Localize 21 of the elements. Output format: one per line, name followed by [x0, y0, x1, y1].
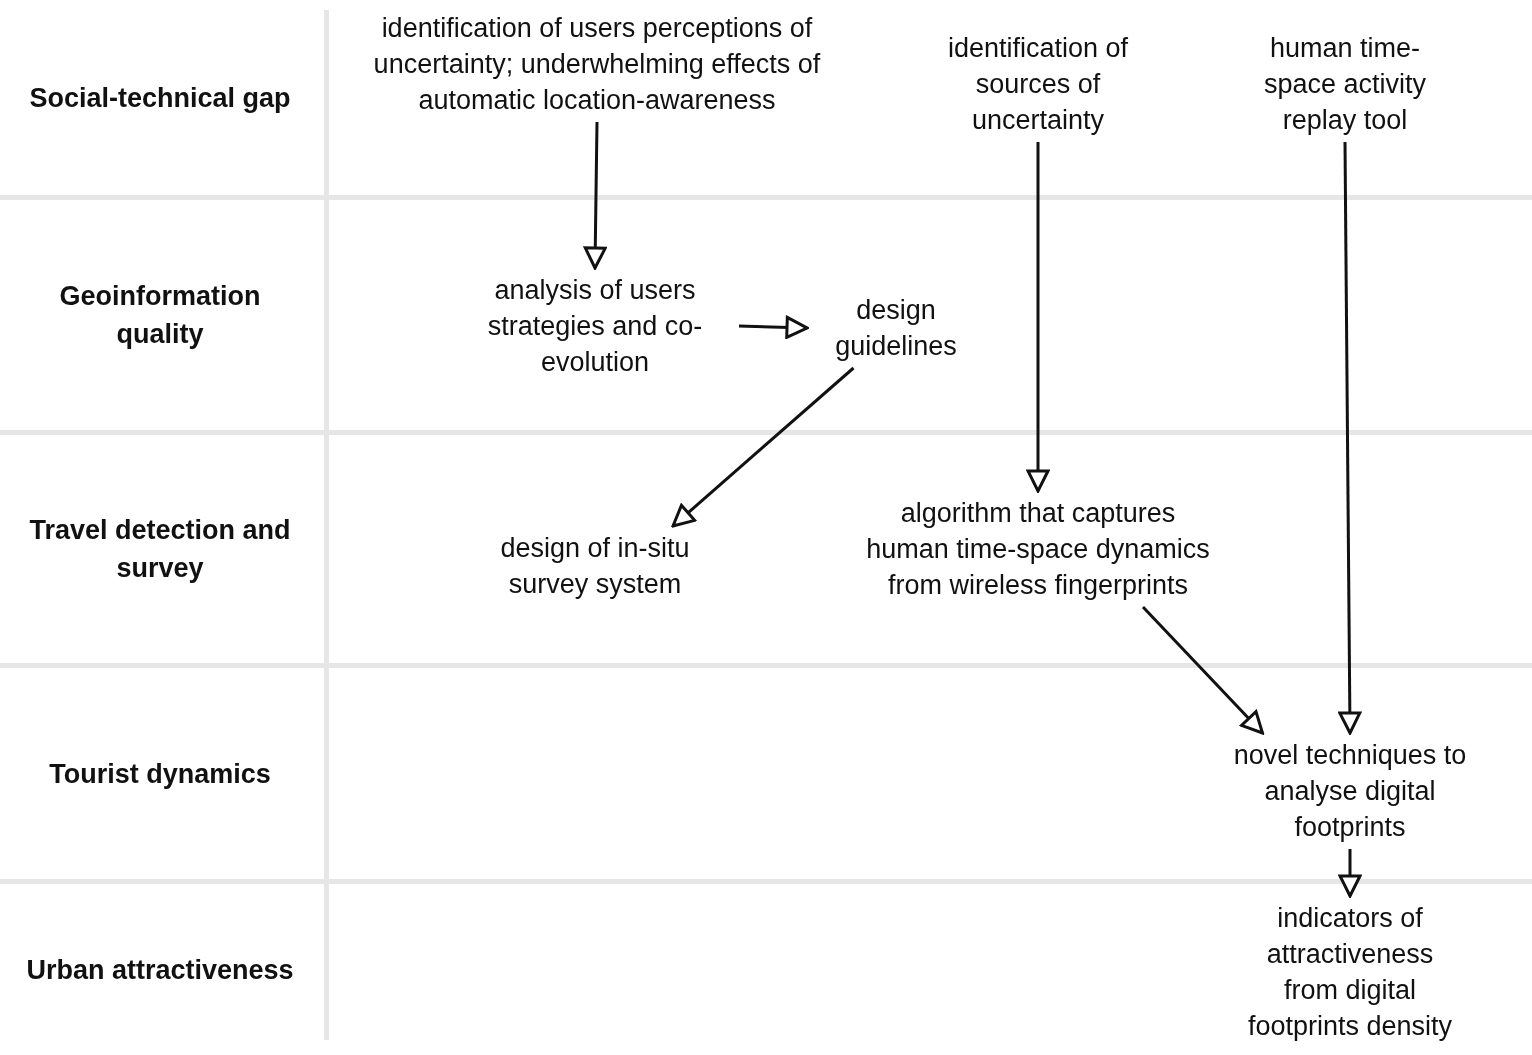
step-text: analysis of users strategies and co-evolution [455, 272, 735, 380]
arrow [1141, 605, 1264, 735]
step-text: indicators of attractiveness from digital footprints density [1237, 900, 1463, 1044]
step-text: design of in-situ survey system [465, 530, 725, 602]
step-text: human time-space activity replay tool [1235, 30, 1455, 138]
lane-label: Social-technical gap [28, 81, 292, 115]
arrow [671, 366, 855, 528]
arrow [583, 121, 607, 270]
step-text: novel techniques to analyse digital footprints [1225, 737, 1475, 845]
step-text: design guidelines [811, 292, 981, 364]
arrow [1338, 142, 1362, 735]
lane-label: Tourist dynamics [48, 757, 272, 791]
arrow [1338, 849, 1362, 898]
step-text: identification of sources of uncertainty [918, 30, 1158, 138]
step-text: algorithm that captures human time-space dynamics from wireless fingerprints [863, 495, 1213, 603]
step-text: identification of users perceptions of uncertainty; underwhelming effects of automatic location-awareness [352, 10, 842, 118]
arrow [1026, 142, 1050, 493]
lane-label: Urban attractiveness [25, 953, 295, 987]
lane-label: Geoinformation quality [58, 280, 262, 351]
arrow [738, 315, 809, 339]
lane-label: Travel detection and survey [28, 514, 292, 585]
